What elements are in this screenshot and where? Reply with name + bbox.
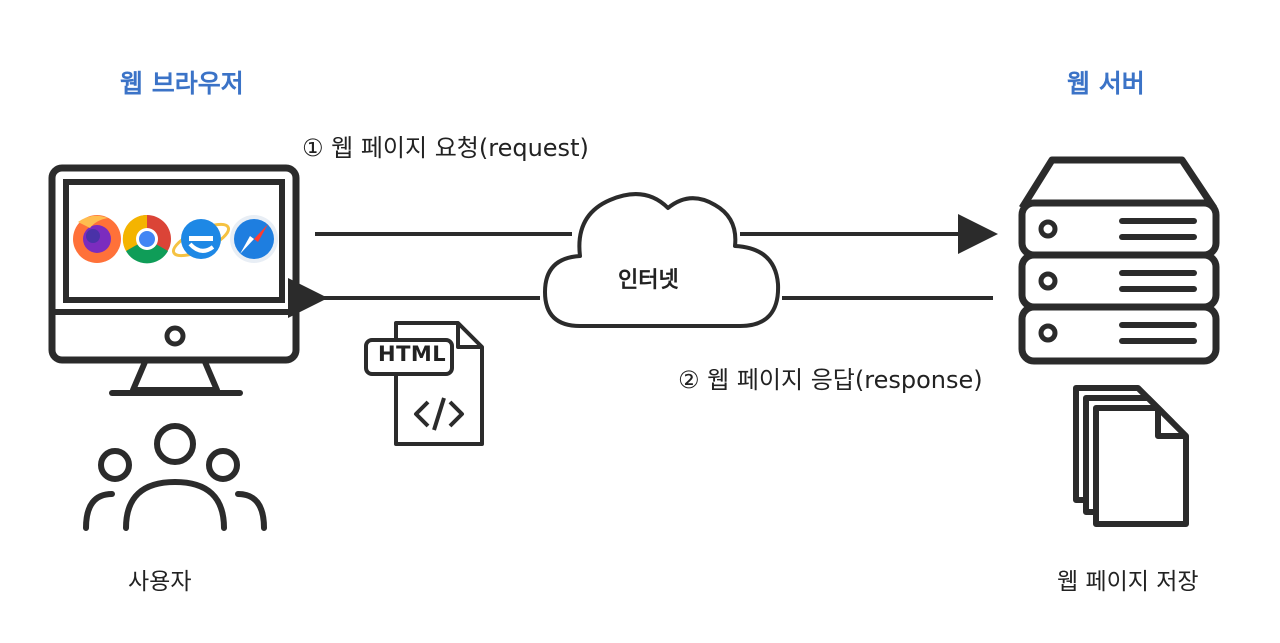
- cloud-icon: [543, 192, 781, 328]
- firefox-icon: [73, 215, 121, 263]
- user-label: 사용자: [128, 569, 192, 595]
- request-label: ① 웹 페이지 요청(request): [302, 134, 589, 162]
- server-title: 웹 서버: [1067, 69, 1145, 98]
- html-file-icon: [364, 321, 484, 446]
- safari-icon: [230, 215, 278, 263]
- internet-explorer-icon: [171, 219, 231, 259]
- response-label: ② 웹 페이지 응답(response): [678, 366, 983, 394]
- client-title: 웹 브라우저: [120, 69, 244, 98]
- monitor-icon: [48, 164, 300, 396]
- html-badge-label: HTML: [378, 342, 447, 366]
- documents-stack-icon: [1073, 385, 1189, 527]
- server-icon: [1018, 156, 1220, 365]
- storage-label: 웹 페이지 저장: [1057, 569, 1199, 595]
- internet-label: 인터넷: [618, 268, 679, 293]
- chrome-icon: [122, 214, 171, 264]
- users-icon: [83, 423, 267, 531]
